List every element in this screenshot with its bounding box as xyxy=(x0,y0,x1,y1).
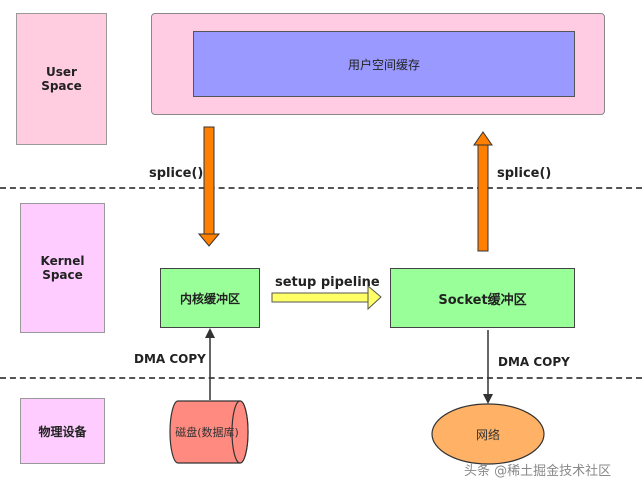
dma-left-label: DMA COPY xyxy=(134,352,206,366)
splice-up-label: splice() xyxy=(497,166,552,181)
disk-label: 磁盘(数据库) xyxy=(175,426,239,439)
user-space-label: User Space xyxy=(16,13,107,145)
pipeline-arrow xyxy=(271,284,382,311)
splice-down-label: splice() xyxy=(149,166,204,181)
dma-left-arrow xyxy=(205,328,215,400)
socket-buffer: Socket缓冲区 xyxy=(390,268,575,328)
network-label: 网络 xyxy=(475,427,500,442)
user-space-buffer: 用户空间缓存 xyxy=(193,31,575,97)
user-kernel-separator xyxy=(0,187,642,189)
dma-right-label: DMA COPY xyxy=(498,355,570,369)
kernel-space-label: Kernel Space xyxy=(20,203,105,333)
dma-right-arrow xyxy=(483,330,493,404)
watermark: 头条 @稀土掘金技术社区 xyxy=(464,464,612,479)
splice-up-arrow xyxy=(473,131,493,252)
disk-cylinder xyxy=(169,400,249,464)
pipeline-label: setup pipeline xyxy=(275,275,380,290)
physical-device-label: 物理设备 xyxy=(20,398,105,464)
splice-down-arrow xyxy=(197,126,221,247)
network-ellipse xyxy=(431,403,545,465)
kernel-buffer: 内核缓冲区 xyxy=(160,268,260,328)
kernel-physical-separator xyxy=(0,377,642,379)
